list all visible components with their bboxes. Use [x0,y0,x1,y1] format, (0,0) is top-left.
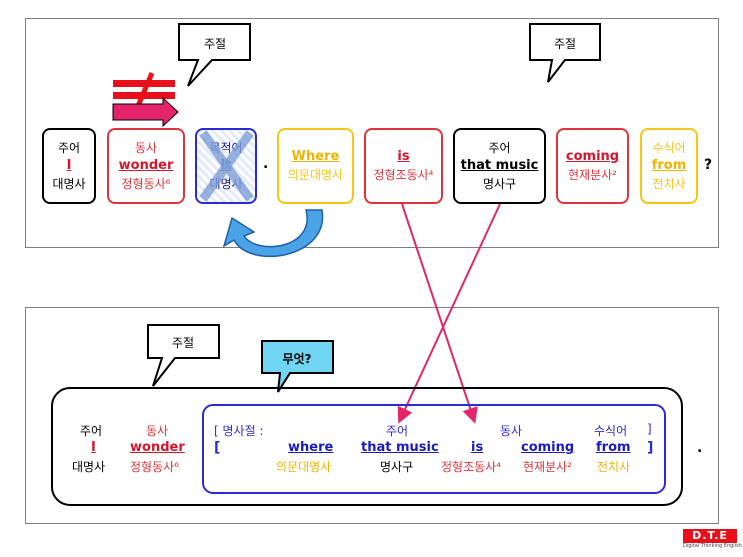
noun-clause-label: [ 명사절 : [214,424,264,438]
pos-label: 전치사 [652,177,686,191]
role-label: 주어 [57,141,81,155]
word: Where [291,149,340,164]
pos-label: 대명사 [52,177,86,191]
bottom-role-is: 동사 [500,424,523,438]
sentence-frame [51,387,683,506]
top-period: . [263,156,269,172]
dte-logo: D.T.E Digital Thinking English [683,529,742,555]
question-mark: ? [704,157,713,173]
word: coming [565,149,620,164]
bottom-word-coming: coming [521,440,575,455]
bottom-pos-is: 정형조동사⁴ [441,460,502,474]
callout-bubble-main-clause-3 [147,324,220,387]
word: from [651,158,687,173]
curved-arrow-icon [222,209,324,258]
box-where: Where 의문대명사 [277,128,354,204]
pos-label: 정형동사⁶ [121,177,171,191]
bottom-pos-wonder: 정형동사⁶ [130,460,179,474]
bottom-role-i: 주어 [80,424,103,438]
bottom-role-wonder: 동사 [146,424,169,438]
callout-label-2: 주절 [553,37,577,51]
box-from: 수식어 from 전치사 [640,128,698,204]
logo-text: D.T.E [683,529,737,543]
pos-label: 의문대명사 [287,168,344,182]
box-is: is 정형조동사⁴ [364,128,443,204]
word: is [397,149,410,164]
callout-bubble-main-clause-2 [529,23,601,83]
bracket-close: ] [647,440,654,456]
role-label: 수식어 [652,141,686,155]
bracket-open: [ [214,440,221,456]
role-label: 동사 [134,141,158,155]
arrow-that-music-to-bottom [397,203,501,424]
noun-clause-frame [202,404,666,494]
bottom-word-where: where [288,440,334,455]
bottom-word-wonder: wonder [130,440,185,455]
bottom-pos-from: 전치사 [597,460,631,474]
bottom-role-that-music: 주어 [386,424,409,438]
bottom-pos-coming: 현재분사² [523,460,572,474]
word: I [66,158,72,173]
bottom-word-is: is [471,440,484,455]
callout-label-3: 주절 [171,336,195,350]
logo-subtitle: Digital Thinking English [683,543,742,549]
box-coming: coming 현재분사² [556,128,629,204]
pos-label: 명사구 [482,177,517,191]
bottom-pos-that-music: 명사구 [380,460,414,474]
callout-bubble-main-clause-1 [178,23,251,87]
box-subject-i: 주어 I 대명사 [42,128,96,204]
arrow-is-to-bottom [401,203,478,424]
right-arrow-icon [112,96,179,128]
bottom-pos-i: 대명사 [72,460,106,474]
callout-label-1: 주절 [203,37,227,51]
bottom-word-from: from [596,440,631,455]
noun-clause-close: ] [647,422,652,436]
bottom-pos-where: 의문대명사 [276,460,332,474]
bottom-word-that-music: that music [361,440,439,455]
pos-label: 정형조동사⁴ [373,168,434,182]
box-that-music: 주어 that music 명사구 [453,128,546,204]
word: wonder [118,158,174,173]
bottom-role-from: 수식어 [594,424,628,438]
bottom-panel [25,307,719,524]
callout-bubble-what [261,340,334,393]
bottom-word-i: I [91,440,96,455]
callout-label-what: 무엇? [282,352,312,366]
pos-label: 현재분사² [568,168,617,182]
bottom-period: . [697,440,703,456]
not-equal-icon [113,72,175,107]
role-label: 주어 [488,141,511,155]
word: that music [460,158,539,173]
box-verb-wonder: 동사 wonder 정형동사⁶ [107,128,185,204]
